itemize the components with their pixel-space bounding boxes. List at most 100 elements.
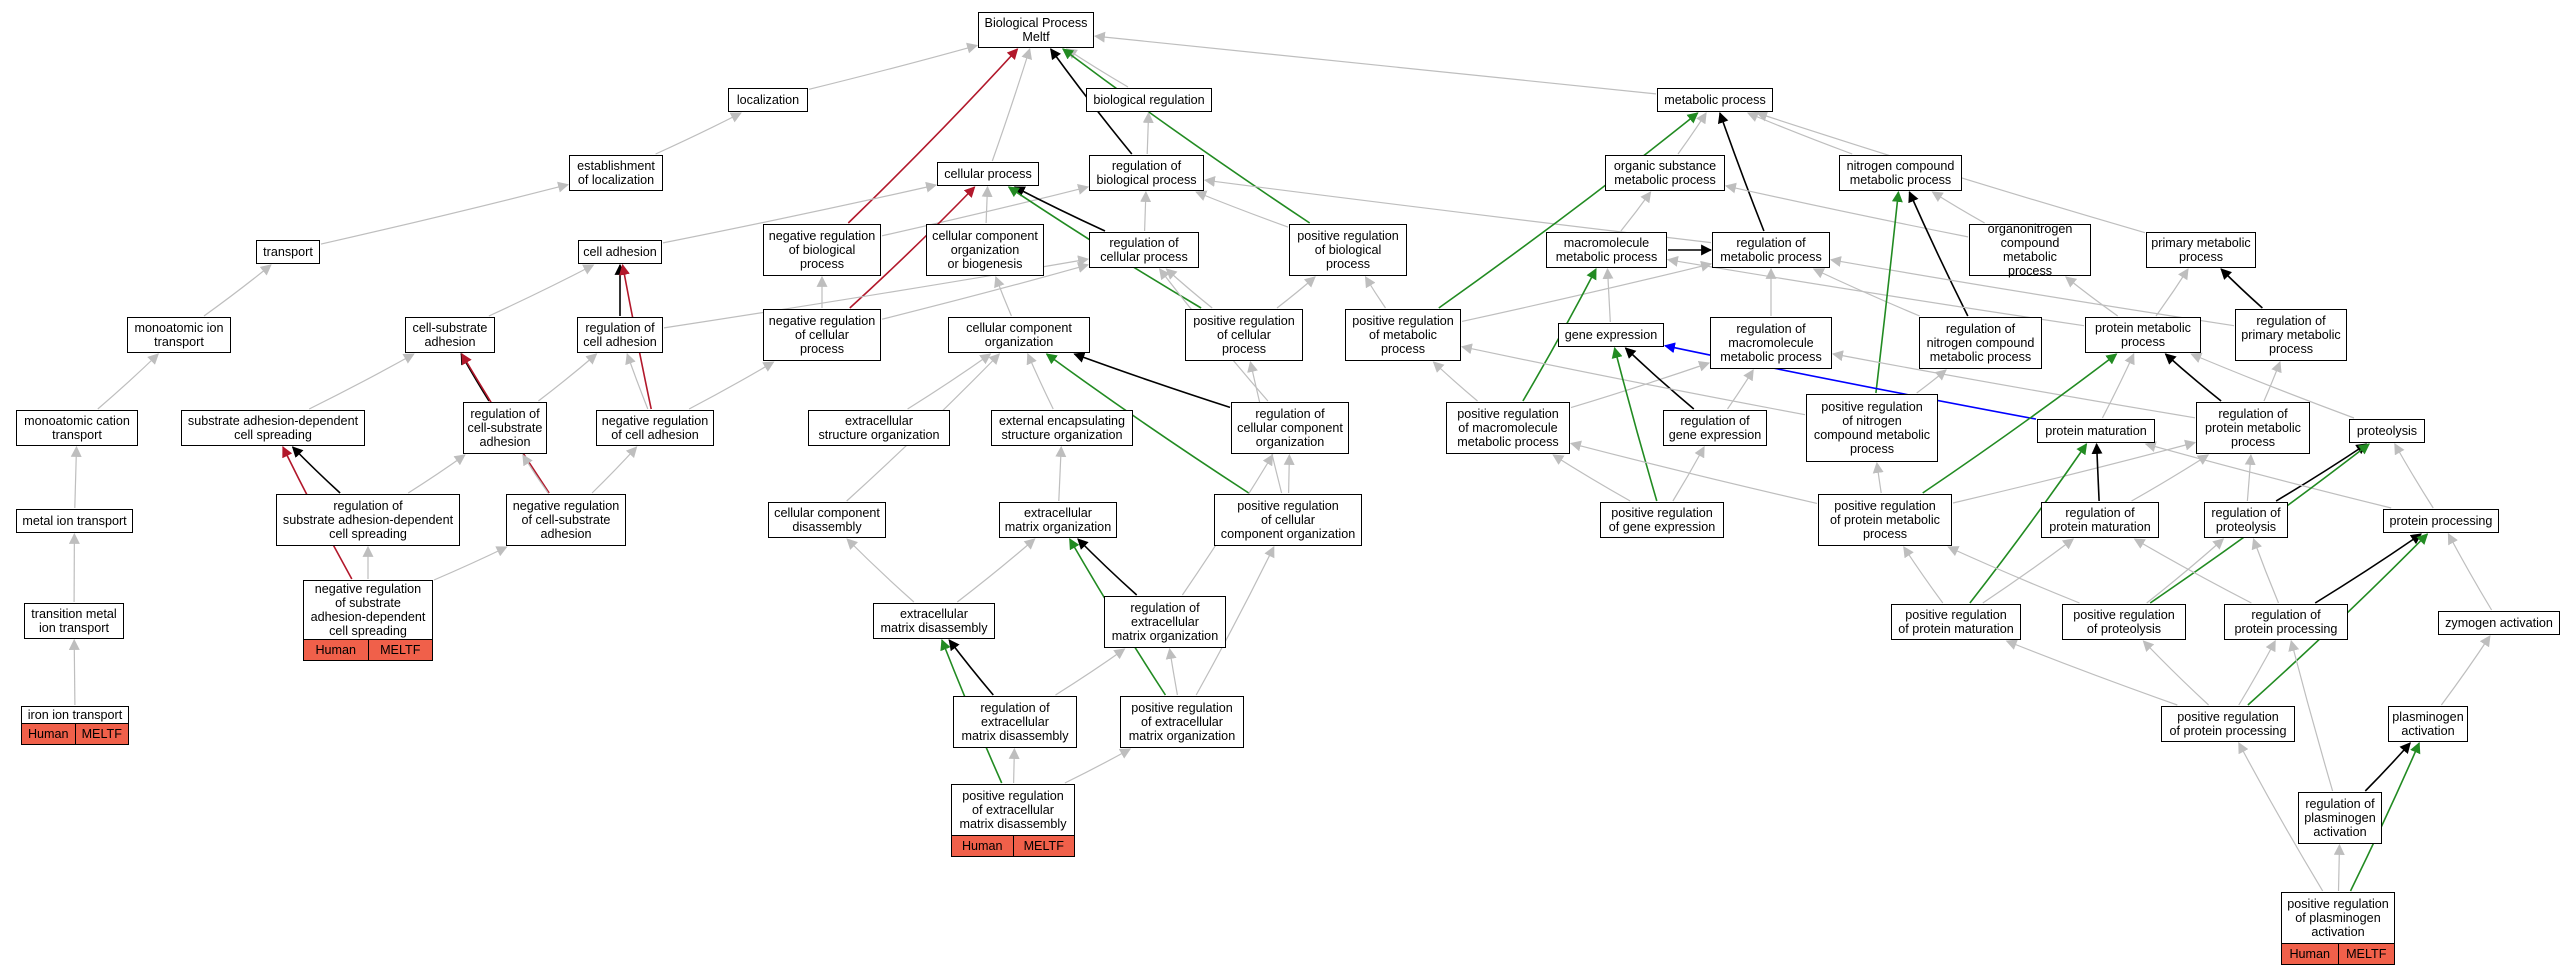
go-term-primary[interactable]: primary metabolic process [2146, 232, 2256, 268]
go-term-posregprotmetab[interactable]: positive regulation of protein metabolic… [1818, 494, 1952, 546]
edge-regprimary-to-regmetab [1829, 256, 2235, 327]
go-term-regprotmat[interactable]: regulation of protein maturation [2041, 502, 2159, 538]
go-term-monoion[interactable]: monoatomic ion transport [127, 317, 231, 353]
go-term-posregnitro[interactable]: positive regulation of nitrogen compound… [1806, 394, 1938, 462]
edge-negregcsadh-to-regcsadh [522, 454, 549, 494]
go-term-negregcelladh[interactable]: negative regulation of cell adhesion [596, 410, 714, 446]
go-term-orgsub[interactable]: organic substance metabolic process [1605, 155, 1725, 191]
go-term-regbio[interactable]: regulation of biological process [1089, 155, 1204, 191]
edge-posregnitro-to-regnitro [1916, 369, 1947, 394]
go-term-regmetab[interactable]: regulation of metabolic process [1712, 232, 1830, 268]
go-term-bp[interactable]: Biological Process Meltf [978, 12, 1094, 48]
edge-posregnitro-to-nitro [1875, 190, 1903, 394]
go-term-transport[interactable]: transport [256, 240, 320, 264]
go-term-regcell[interactable]: regulation of cellular process [1089, 232, 1199, 268]
go-term-regprotproc[interactable]: regulation of protein processing [2224, 604, 2348, 640]
go-term-regsadcs[interactable]: regulation of substrate adhesion-depende… [276, 494, 460, 546]
edge-negregcelladh-to-regcelladh [625, 352, 649, 410]
go-term-regprotmetab[interactable]: regulation of protein metabolic process [2196, 402, 2310, 454]
edge-regecmdis-to-regecm [1055, 648, 1126, 696]
go-term-plasminogen[interactable]: plasminogen activation [2388, 706, 2468, 742]
edge-regccorg-to-ccorg [1073, 352, 1231, 409]
edge-protproc-to-proteolysis [2394, 443, 2434, 509]
go-term-csadh[interactable]: cell-substrate adhesion [405, 317, 495, 353]
go-term-extencap[interactable]: external encapsulating structure organiz… [991, 410, 1133, 446]
edge-protmetab-to-organo [2065, 276, 2119, 317]
go-term-regproteolysis[interactable]: regulation of proteolysis [2204, 502, 2288, 538]
go-term-macro[interactable]: macromolecule metabolic process [1546, 232, 1667, 268]
go-term-posregecmdis[interactable]: positive regulation of extracellular mat… [951, 784, 1075, 836]
edge-regbio-to-bioreg [1142, 111, 1154, 155]
go-term-regprimary[interactable]: regulation of primary metabolic process [2235, 309, 2347, 361]
go-term-regnitro[interactable]: regulation of nitrogen compound metaboli… [1919, 317, 2042, 369]
edge-protmetab-to-primary [2155, 268, 2189, 317]
go-term-regecm[interactable]: regulation of extracellular matrix organ… [1104, 596, 1226, 648]
go-term-ecmdis[interactable]: extracellular matrix disassembly [873, 603, 995, 639]
edge-organo-to-orgsub [1724, 182, 1969, 238]
go-term-zymogen[interactable]: zymogen activation [2438, 611, 2560, 635]
go-term-metab[interactable]: metabolic process [1657, 88, 1773, 112]
edge-posregplasm-to-plasminogen [2349, 741, 2421, 892]
edge-reggeneexp-to-regmacro [1727, 369, 1754, 410]
go-term-loc[interactable]: localization [728, 88, 808, 112]
go-term-cellproc[interactable]: cellular process [937, 162, 1039, 186]
go-term-proteolysis[interactable]: proteolysis [2349, 419, 2425, 443]
go-term-celladh[interactable]: cell adhesion [578, 240, 662, 264]
go-term-transmetal[interactable]: transition metal ion transport [24, 603, 124, 639]
go-term-regmacro[interactable]: regulation of macromolecule metabolic pr… [1710, 317, 1832, 369]
go-term-nitro[interactable]: nitrogen compound metabolic process [1839, 155, 1962, 191]
go-term-sadcs[interactable]: substrate adhesion-dependent cell spread… [181, 410, 365, 446]
go-term-organo[interactable]: organonitrogen compound metabolic proces… [1969, 222, 2091, 278]
go-term-ironion[interactable]: iron ion transport [21, 706, 129, 724]
species-tag: Human [27, 726, 69, 741]
go-term-monocation[interactable]: monoatomic cation transport [16, 410, 138, 446]
edge-posregccorg-to-ccorg [1045, 353, 1250, 494]
go-term-ccdis[interactable]: cellular component disassembly [768, 502, 886, 538]
go-term-ccorg[interactable]: cellular component organization [948, 317, 1090, 353]
go-term-metalion[interactable]: metal ion transport [16, 509, 133, 533]
go-term-negregsadcs[interactable]: negative regulation of substrate adhesio… [303, 580, 433, 640]
go-term-posregmacro[interactable]: positive regulation of macromolecule met… [1446, 402, 1570, 454]
go-term-posregprotmat[interactable]: positive regulation of protein maturatio… [1891, 604, 2021, 640]
go-term-regecmdis[interactable]: regulation of extracellular matrix disas… [953, 696, 1077, 748]
go-term-negregcsadh[interactable]: negative regulation of cell-substrate ad… [506, 494, 626, 546]
go-term-regcsadh[interactable]: regulation of cell-substrate adhesion [463, 402, 547, 454]
go-term-negregbio[interactable]: negative regulation of biological proces… [763, 224, 881, 276]
go-term-ccob[interactable]: cellular component organization or bioge… [926, 224, 1044, 276]
go-term-estloc[interactable]: establishment of localization [569, 155, 663, 191]
go-term-posregmetab[interactable]: positive regulation of metabolic process [1345, 309, 1461, 361]
edge-posregbio-to-regbio [1195, 190, 1289, 228]
edge-posregprotproc-to-posregproteolysis [2142, 640, 2210, 706]
go-term-posregecm[interactable]: positive regulation of extracellular mat… [1120, 696, 1244, 748]
edge-regcell-to-regbio [1140, 190, 1152, 232]
go-term-negregcell[interactable]: negative regulation of cellular process [763, 309, 881, 361]
go-term-posregbio[interactable]: positive regulation of biological proces… [1289, 224, 1407, 276]
go-term-posregproteolysis[interactable]: positive regulation of proteolysis [2062, 604, 2186, 640]
go-term-extstruct[interactable]: extracellular structure organization [808, 410, 950, 446]
go-term-posreggeneexp[interactable]: positive regulation of gene expression [1600, 502, 1724, 538]
go-term-protmat[interactable]: protein maturation [2037, 419, 2155, 443]
go-term-protproc[interactable]: protein processing [2383, 509, 2499, 533]
go-term-regccorg[interactable]: regulation of cellular component organiz… [1231, 402, 1349, 454]
edge-ccob-to-cellproc [981, 185, 993, 224]
go-term-reggeneexp[interactable]: regulation of gene expression [1663, 410, 1767, 446]
edge-posregcell-to-regcell [1165, 268, 1213, 309]
species-tag: Human [315, 642, 357, 657]
go-term-protmetab[interactable]: protein metabolic process [2085, 317, 2201, 353]
go-term-bioreg[interactable]: biological regulation [1086, 88, 1212, 112]
go-term-regcelladh[interactable]: regulation of cell adhesion [577, 317, 663, 353]
edge-posreggeneexp-to-geneexp [1611, 346, 1658, 502]
edge-regecm-to-ecmorg [1077, 538, 1138, 596]
edge-regprotmetab-to-regprimary [2263, 360, 2282, 402]
go-term-posregccorg[interactable]: positive regulation of cellular componen… [1214, 494, 1362, 546]
go-term-posregcell[interactable]: positive regulation of cellular process [1185, 309, 1303, 361]
go-term-posregplasm[interactable]: positive regulation of plasminogen activ… [2281, 892, 2395, 944]
edge-posregbio-to-bp [1062, 48, 1311, 224]
go-term-geneexp[interactable]: gene expression [1558, 323, 1664, 347]
go-term-posregprotproc[interactable]: positive regulation of protein processin… [2161, 706, 2295, 742]
edge-posregecmdis-to-regecmdis [1008, 747, 1020, 784]
go-term-regplasm[interactable]: regulation of plasminogen activation [2298, 792, 2382, 844]
edge-zymogen-to-protproc [2447, 533, 2493, 611]
go-term-ecmorg[interactable]: extracellular matrix organization [999, 502, 1117, 538]
